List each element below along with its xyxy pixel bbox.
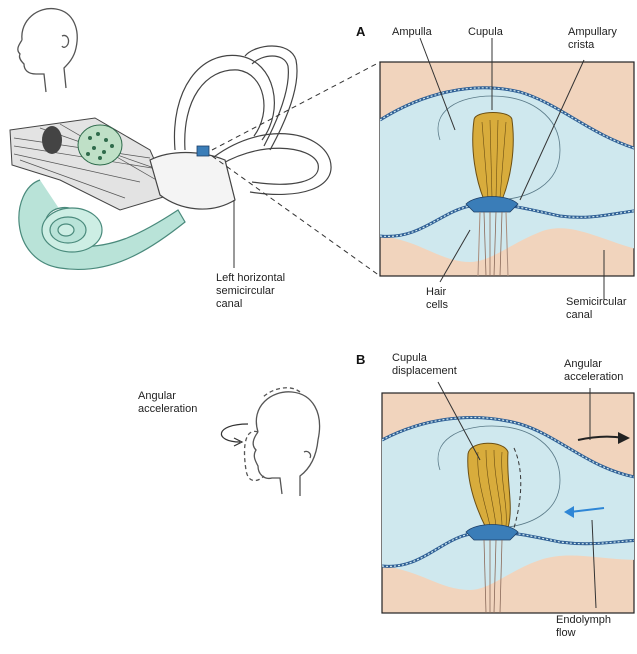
crista-a (466, 197, 518, 213)
panel-b-cupula-displacement (382, 393, 637, 613)
label-hair-cells: Hair cells (426, 286, 448, 312)
label-left-horizontal-canal: Left horizontal semicircular canal (216, 272, 285, 311)
label-cupula: Cupula (468, 26, 503, 39)
head-profile-top (18, 9, 77, 92)
label-ampulla: Ampulla (392, 26, 432, 39)
label-angular-acceleration-head: Angular acceleration (138, 390, 197, 416)
label-endolymph-flow: Endolymph flow (556, 614, 611, 640)
panel-a-letter: A (356, 24, 365, 39)
panel-a-ampulla-detail (380, 62, 637, 276)
panel-b-letter: B (356, 352, 365, 367)
ampulla-marker (197, 146, 209, 156)
label-semicircular-canal: Semicircular canal (566, 296, 627, 322)
head-rotating (221, 388, 319, 496)
label-cupula-displacement: Cupula displacement (392, 352, 457, 378)
ganglion-left (42, 126, 62, 154)
label-ampullary-crista: Ampullary crista (568, 26, 617, 52)
rotation-arrow-head (221, 424, 248, 442)
zoom-projection-lines (212, 62, 380, 276)
label-angular-acceleration-b: Angular acceleration (564, 358, 623, 384)
inner-ear-labyrinth (10, 46, 331, 269)
semicircular-canals (150, 46, 331, 209)
